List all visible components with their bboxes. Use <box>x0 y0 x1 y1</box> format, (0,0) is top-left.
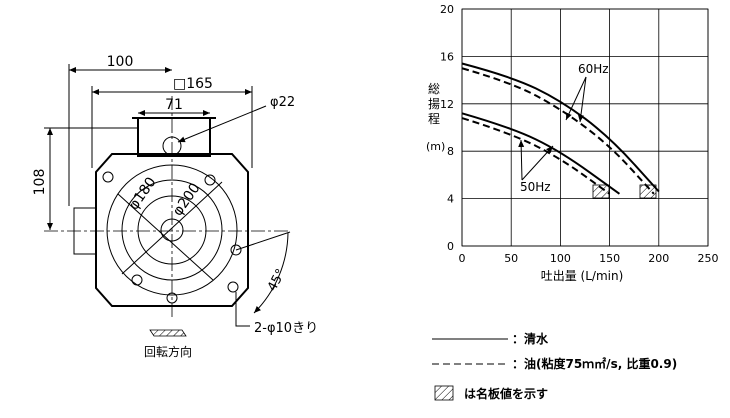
bolt-hole <box>230 244 242 256</box>
chart-ylabel: 総 揚 程 (m) <box>426 82 445 153</box>
bolt-hole <box>131 274 143 286</box>
x-tick-label: 100 <box>550 252 571 265</box>
annotation-60hz: 60Hz <box>578 62 609 76</box>
y-tick-label: 0 <box>447 240 454 253</box>
y-tick-label: 20 <box>440 3 454 16</box>
rating-mark-50hz <box>592 184 610 199</box>
dim-phi200: φ200 <box>170 180 204 219</box>
bolt-hole <box>102 171 114 183</box>
x-tick-label: 150 <box>599 252 620 265</box>
chart-xlabel: 吐出量 (L/min) <box>541 269 624 283</box>
rotation-label: 回転方向 <box>144 344 192 359</box>
dim-phi22: φ22 <box>270 95 295 110</box>
y-tick-label: 4 <box>447 193 454 206</box>
ylabel-char-3: 程 <box>428 111 440 126</box>
performance-chart: 0 50 100 150 200 250 0 4 8 12 16 20 <box>440 3 719 265</box>
x-tick-label: 50 <box>504 252 518 265</box>
x-tick-label: 0 <box>459 252 466 265</box>
series-50Hz-solid-line <box>461 112 621 195</box>
rating-mark-60hz <box>639 184 657 199</box>
series-60Hz-dashed-line <box>461 67 655 195</box>
legend-solid-label: ：清水 <box>512 331 549 346</box>
pump-front-view <box>44 96 290 318</box>
ylabel-unit: (m) <box>426 140 445 153</box>
legend-dashed-label: ：油(粘度75ｍ㎡/s, 比重0.9) <box>512 356 677 371</box>
series-50Hz-dashed-line <box>461 117 611 195</box>
dim-71: 71 <box>165 97 183 113</box>
y-tick-label: 16 <box>440 50 454 63</box>
dimension-lines <box>44 64 291 337</box>
dim-45-degrees: 45° <box>265 267 289 294</box>
y-tick-label: 8 <box>447 145 454 158</box>
x-tick-label: 200 <box>648 252 669 265</box>
series-60Hz-solid-line <box>461 62 660 193</box>
holes-label: 2-φ10きり <box>254 321 318 336</box>
bolt-hole <box>204 174 216 186</box>
dim-100: 100 <box>107 54 134 70</box>
dim-108: 108 <box>32 169 48 196</box>
ylabel-char-2: 揚 <box>428 97 440 111</box>
annotation-50hz: 50Hz <box>520 180 551 194</box>
legend-hatch-label: は名板値を示す <box>464 386 548 401</box>
legend-hatch-swatch <box>434 385 454 401</box>
ylabel-char-1: 総 <box>428 82 440 96</box>
x-tick-label: 250 <box>698 252 719 265</box>
y-tick-label: 12 <box>440 98 454 111</box>
dim-165: □165 <box>173 76 213 92</box>
legend: ：清水 ：油(粘度75ｍ㎡/s, 比重0.9) は名板値を示す <box>432 331 677 401</box>
bolt-hole <box>227 281 239 293</box>
